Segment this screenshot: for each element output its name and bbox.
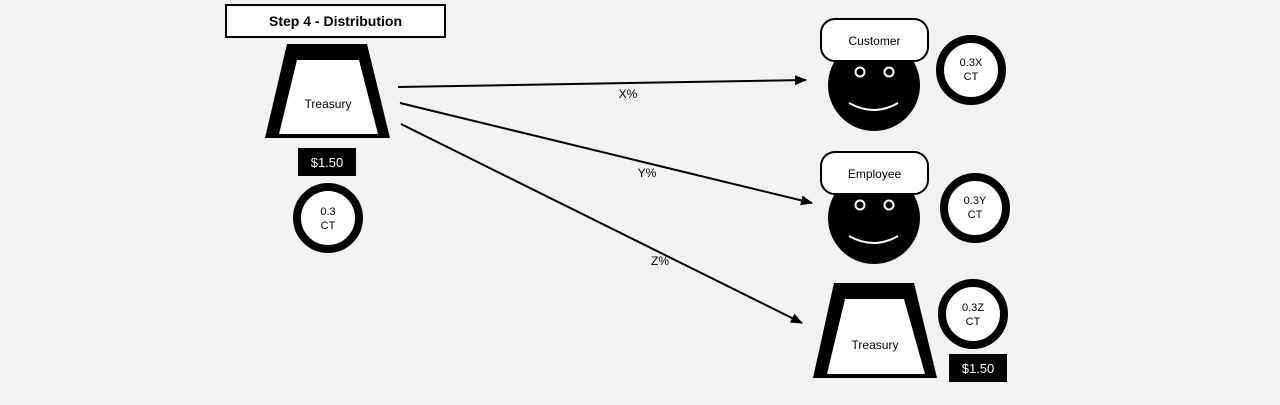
source-coin-line1: 0.3 <box>320 206 335 218</box>
customer-label: Customer <box>848 34 900 48</box>
source-price-text: $1.50 <box>311 155 344 170</box>
arrow-to-employee <box>399 102 813 206</box>
customer-coin-line1: 0.3X <box>960 57 983 69</box>
target-coin-line2: CT <box>966 316 981 328</box>
flow-percent-x: X% <box>619 87 638 101</box>
employee-coin-line2: CT <box>968 209 983 221</box>
customer-coin: 0.3X CT <box>936 35 1006 105</box>
source-price-badge: $1.50 <box>298 148 356 176</box>
arrow-to-treasury <box>400 123 803 324</box>
arrow-to-customer <box>397 75 807 88</box>
step-title-text: Step 4 - Distribution <box>269 13 402 29</box>
customer-coin-line2: CT <box>964 71 979 83</box>
customer-label-box: Customer <box>820 18 929 62</box>
target-treasury-label: Treasury <box>852 338 899 352</box>
source-treasury-label: Treasury <box>305 97 352 111</box>
source-coin-line2: CT <box>321 220 336 232</box>
flow-percent-z: Z% <box>651 254 669 268</box>
source-treasury: Treasury <box>265 44 390 138</box>
employee-coin: 0.3Y CT <box>940 173 1010 243</box>
target-treasury: Treasury <box>813 283 937 378</box>
flow-percent-y: Y% <box>638 166 657 180</box>
target-coin: 0.3Z CT <box>938 279 1008 349</box>
source-coin: 0.3 CT <box>293 183 363 253</box>
employee-coin-line1: 0.3Y <box>964 195 987 207</box>
target-coin-line1: 0.3Z <box>962 302 984 314</box>
step-title: Step 4 - Distribution <box>225 4 446 38</box>
employee-label-box: Employee <box>820 151 929 195</box>
target-price-badge: $1.50 <box>949 354 1007 382</box>
employee-label: Employee <box>848 167 902 181</box>
target-price-text: $1.50 <box>962 361 995 376</box>
